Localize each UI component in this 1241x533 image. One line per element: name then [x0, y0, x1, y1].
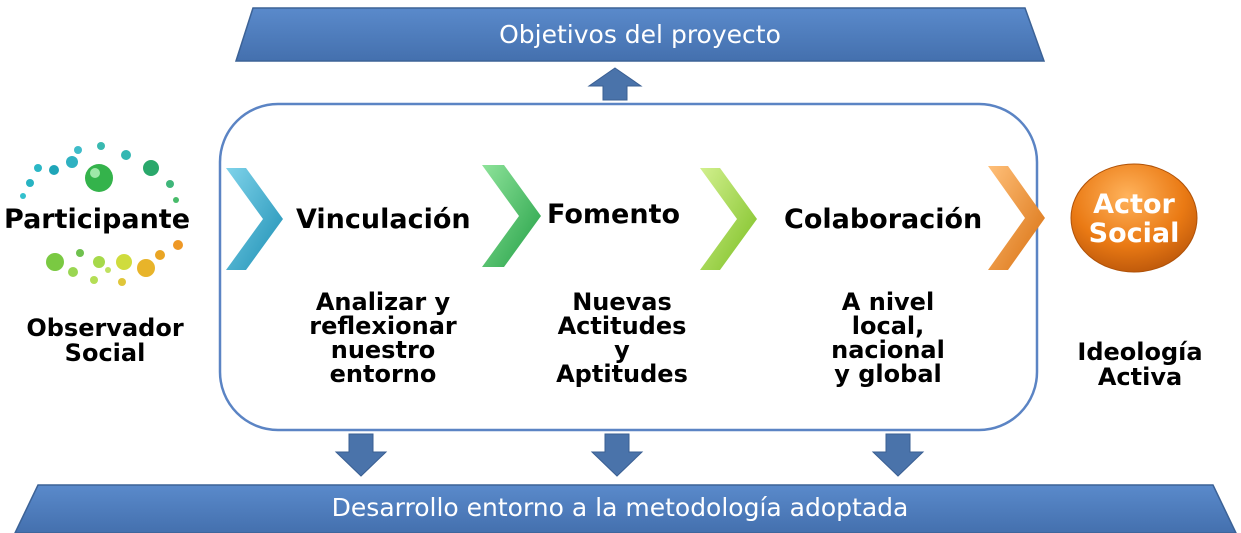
stage-2-detail: Nuevas Actitudes y Aptitudes [522, 290, 722, 386]
stage-3-detail-line: local, [851, 312, 925, 340]
down-arrow-3 [871, 433, 925, 477]
participant-dots-icon [20, 142, 183, 286]
ideology-line-2: Activa [1097, 363, 1183, 391]
stage-3-detail: A nivel local, nacional y global [788, 290, 988, 386]
stage-2-detail-line: Nuevas [572, 288, 672, 316]
ideology-line-1: Ideología [1077, 338, 1203, 366]
bottom-banner-label: Desarrollo entorno a la metodología adop… [331, 493, 909, 522]
stage-1-detail-line: entorno [329, 360, 437, 388]
chevron-2-icon [482, 165, 541, 267]
down-arrow-1 [334, 433, 388, 477]
actor-line-1: Actor [1093, 189, 1175, 220]
observer-line-1: Observador [26, 314, 184, 342]
stage-1-detail-line: Analizar y [315, 288, 451, 316]
stage-3-detail-line: y global [834, 360, 942, 388]
stage-1-title: Vinculación [296, 204, 471, 235]
down-arrow-2 [590, 433, 644, 477]
stage-1-detail: Analizar y reflexionar nuestro entorno [283, 290, 483, 386]
stage-2-detail-line: Actitudes [557, 312, 687, 340]
top-banner-shape [234, 7, 1046, 62]
stage-2-title: Fomento [547, 199, 681, 230]
stage-2-detail-line: Aptitudes [556, 360, 688, 388]
chevron-4-icon [988, 166, 1045, 270]
top-banner-label: Objetivos del proyecto [499, 20, 781, 49]
stage-2-detail-line: y [614, 336, 630, 364]
process-box [218, 102, 1039, 432]
participant-title: Participante [4, 204, 191, 235]
actor-social-badge [1070, 163, 1198, 273]
chevron-1-icon [226, 168, 283, 270]
chevron-3-icon [700, 168, 757, 270]
stage-3-detail-line: A nivel [841, 288, 935, 316]
actor-line-2: Social [1088, 218, 1180, 249]
observer-line-2: Social [64, 339, 146, 367]
stage-1-detail-line: reflexionar [309, 312, 457, 340]
stage-3-detail-line: nacional [831, 336, 945, 364]
bottom-banner-shape [14, 484, 1237, 533]
actor-social-label: Actor Social [1071, 190, 1197, 248]
stage-3-title: Colaboración [784, 204, 983, 235]
ideology-label: Ideología Activa [1060, 340, 1220, 390]
stage-1-detail-line: nuestro [330, 336, 436, 364]
observer-label: Observador Social [10, 316, 200, 366]
up-arrow [587, 67, 643, 101]
